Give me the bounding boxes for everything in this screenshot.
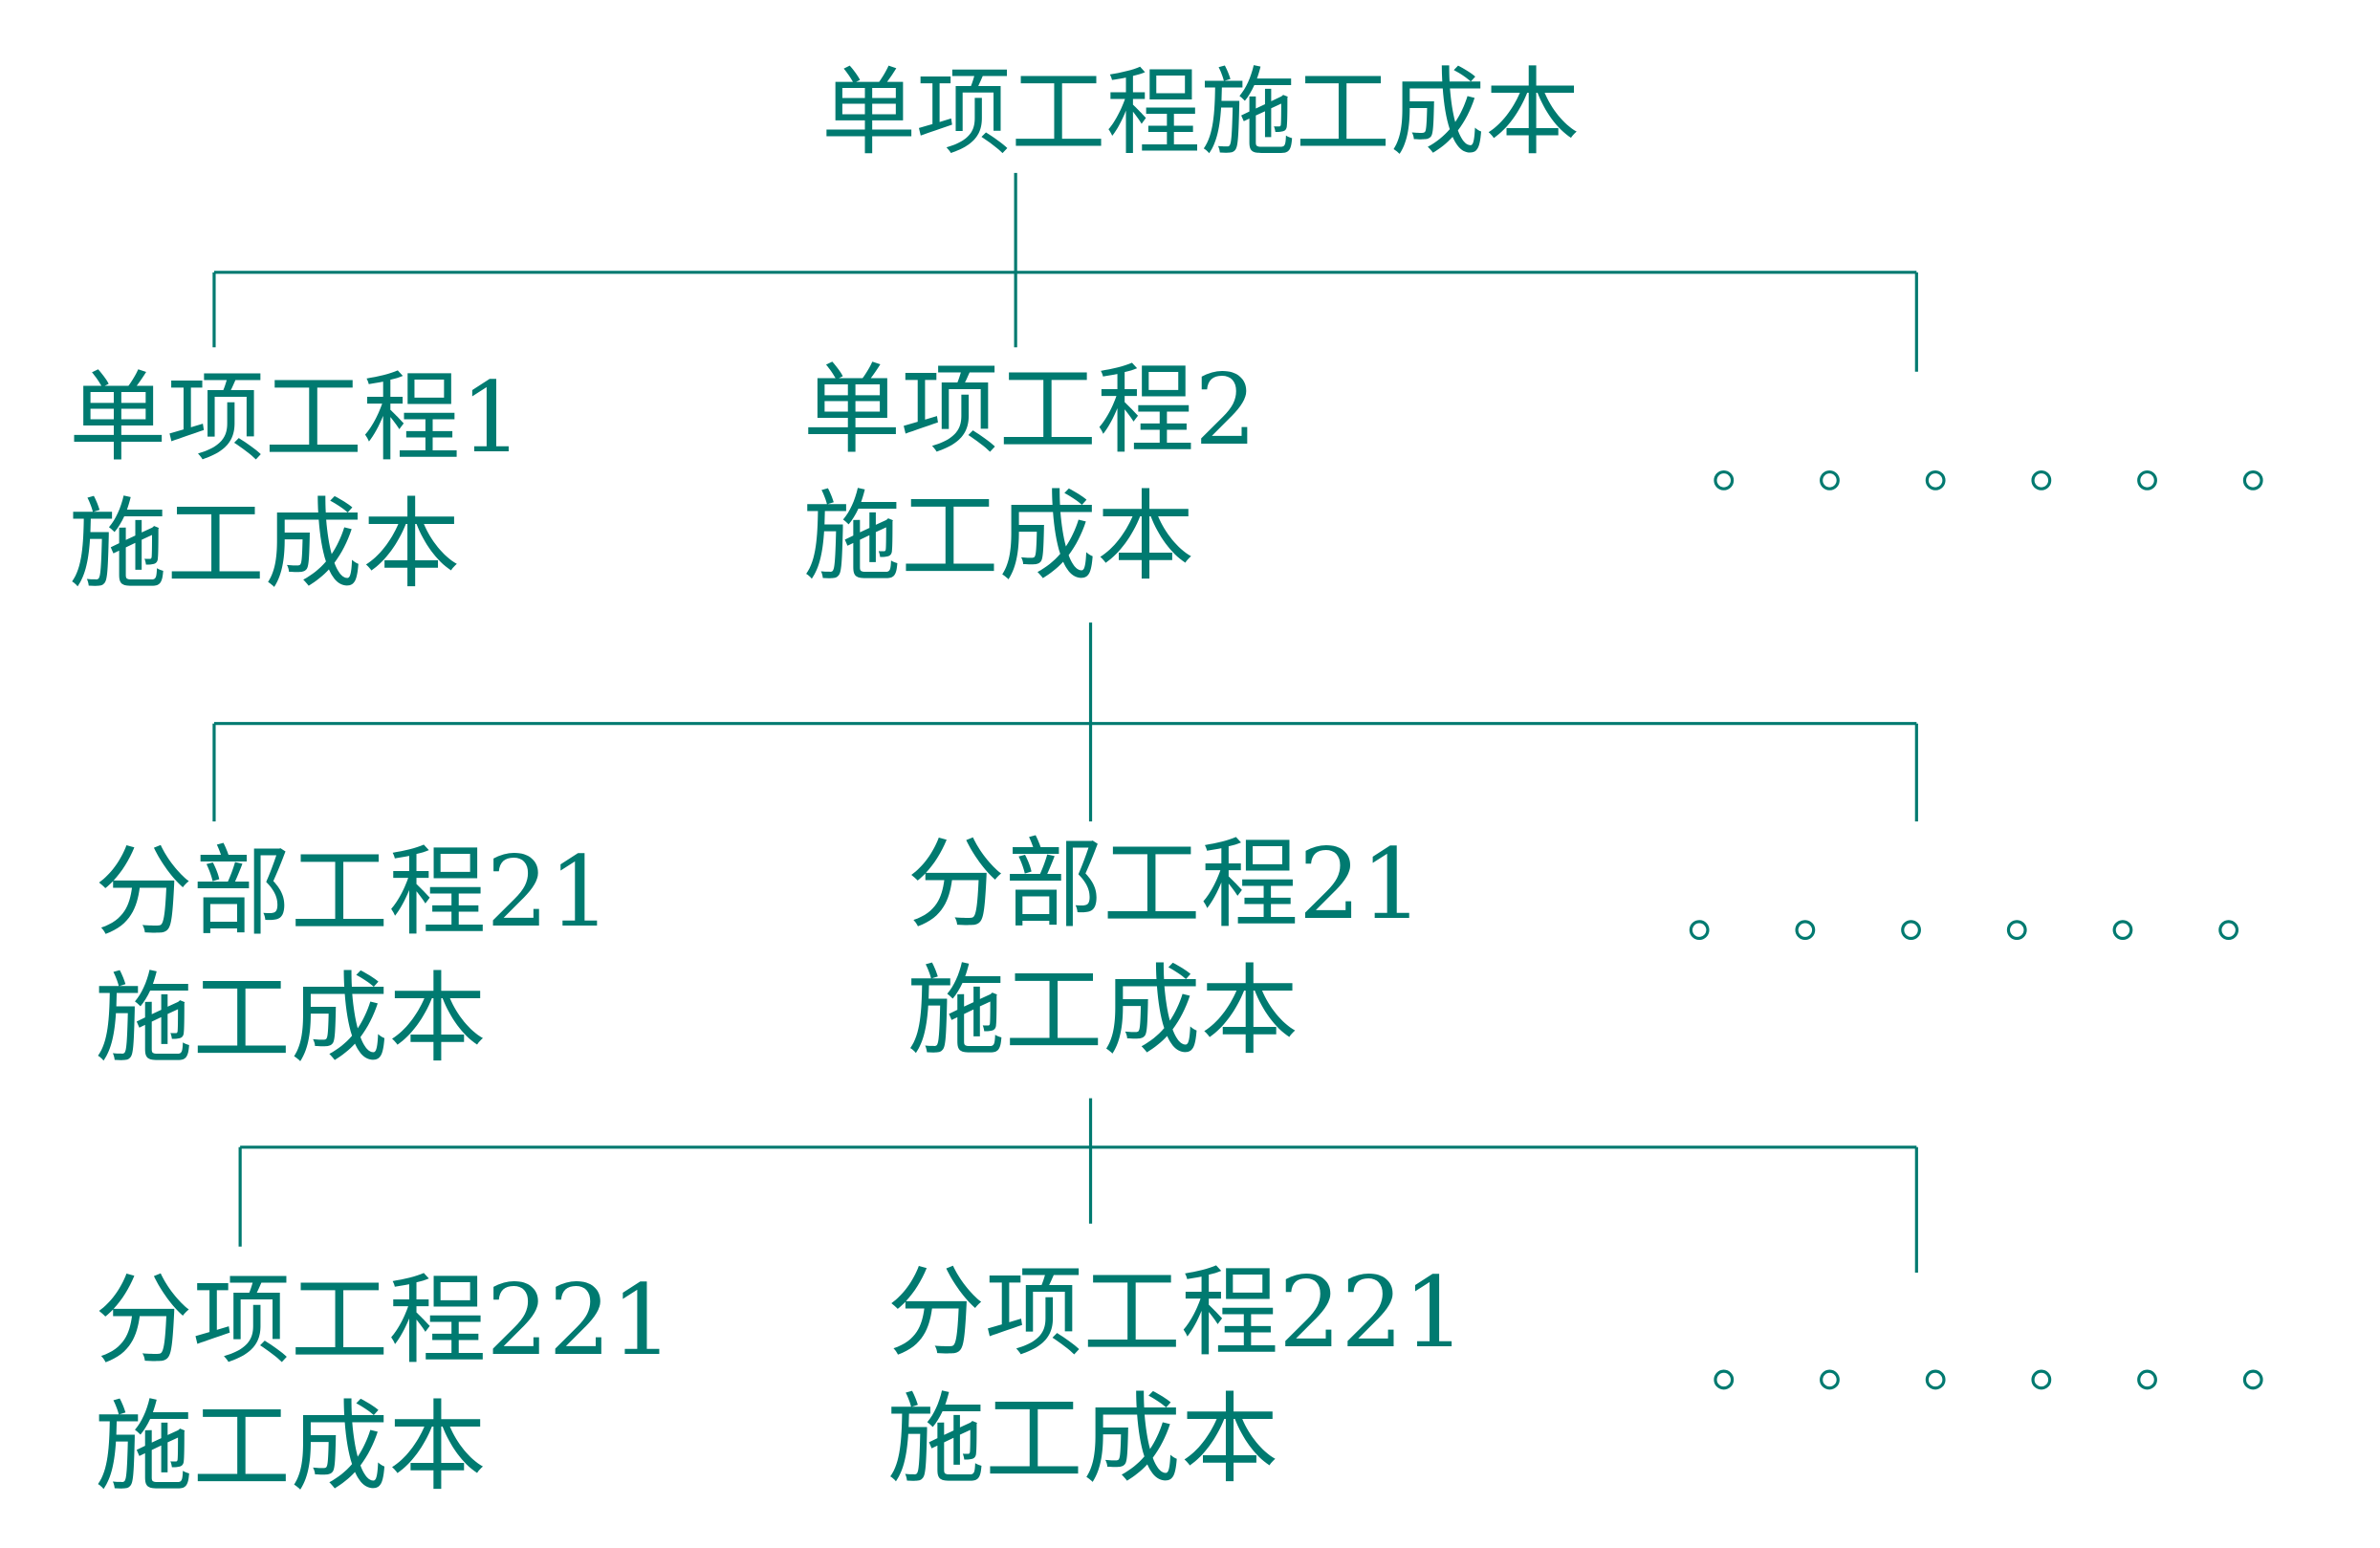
svg-text:分项工程221: 分项工程221	[95, 1264, 673, 1378]
svg-text:施工成本: 施工成本	[95, 1391, 486, 1505]
ellipsis-level2	[1689, 920, 2239, 941]
connectors-level1	[212, 172, 1918, 372]
ellipsis-dot	[1714, 469, 1735, 491]
ellipsis-dot	[1714, 1369, 1735, 1390]
svg-text:单项工程2: 单项工程2	[803, 354, 1257, 468]
ellipsis-dot	[2006, 920, 2027, 941]
ellipsis-dot	[2242, 1369, 2263, 1390]
node-subitem-221-a: 分项工程221 施工成本	[95, 1264, 673, 1505]
ellipsis-dot	[1820, 469, 1840, 491]
svg-text:施工成本: 施工成本	[95, 963, 486, 1077]
ellipsis-level3	[1714, 1369, 2263, 1390]
node-subitem-221-b: 分项工程221 施工成本	[887, 1256, 1466, 1497]
svg-text:分项工程221: 分项工程221	[887, 1256, 1466, 1370]
ellipsis-dot	[2031, 469, 2052, 491]
connectors-level2	[212, 622, 1918, 822]
connectors-level3	[238, 1098, 1918, 1273]
svg-text:分部工程21: 分部工程21	[907, 828, 1424, 942]
ellipsis-dot	[1925, 1369, 1946, 1390]
svg-text:施工成本: 施工成本	[69, 489, 460, 602]
ellipsis-dot	[2242, 469, 2263, 491]
node-division-21-b: 分部工程21 施工成本	[907, 828, 1424, 1069]
ellipsis-dot	[1925, 469, 1946, 491]
svg-text:单项工程1: 单项工程1	[69, 361, 523, 475]
ellipsis-dot	[2137, 469, 2157, 491]
node-single-project-2: 单项工程2 施工成本	[803, 354, 1257, 595]
ellipsis-dot	[1901, 920, 1921, 941]
ellipsis-dot	[2218, 920, 2239, 941]
ellipsis-level1	[1714, 469, 2263, 491]
svg-text:施工成本: 施工成本	[887, 1384, 1278, 1497]
ellipsis-dot	[2137, 1369, 2157, 1390]
ellipsis-dot	[2031, 1369, 2052, 1390]
node-single-project-1: 单项工程1 施工成本	[69, 361, 523, 602]
svg-text:分部工程21: 分部工程21	[95, 836, 611, 949]
svg-text:施工成本: 施工成本	[803, 481, 1194, 595]
ellipsis-dot	[2112, 920, 2133, 941]
ellipsis-dot	[1689, 920, 1710, 941]
root-node: 单项工程施工成本	[821, 58, 1580, 168]
node-division-21-a: 分部工程21 施工成本	[95, 836, 611, 1077]
ellipsis-dot	[1795, 920, 1816, 941]
ellipsis-dot	[1820, 1369, 1840, 1390]
svg-text:施工成本: 施工成本	[907, 955, 1299, 1069]
